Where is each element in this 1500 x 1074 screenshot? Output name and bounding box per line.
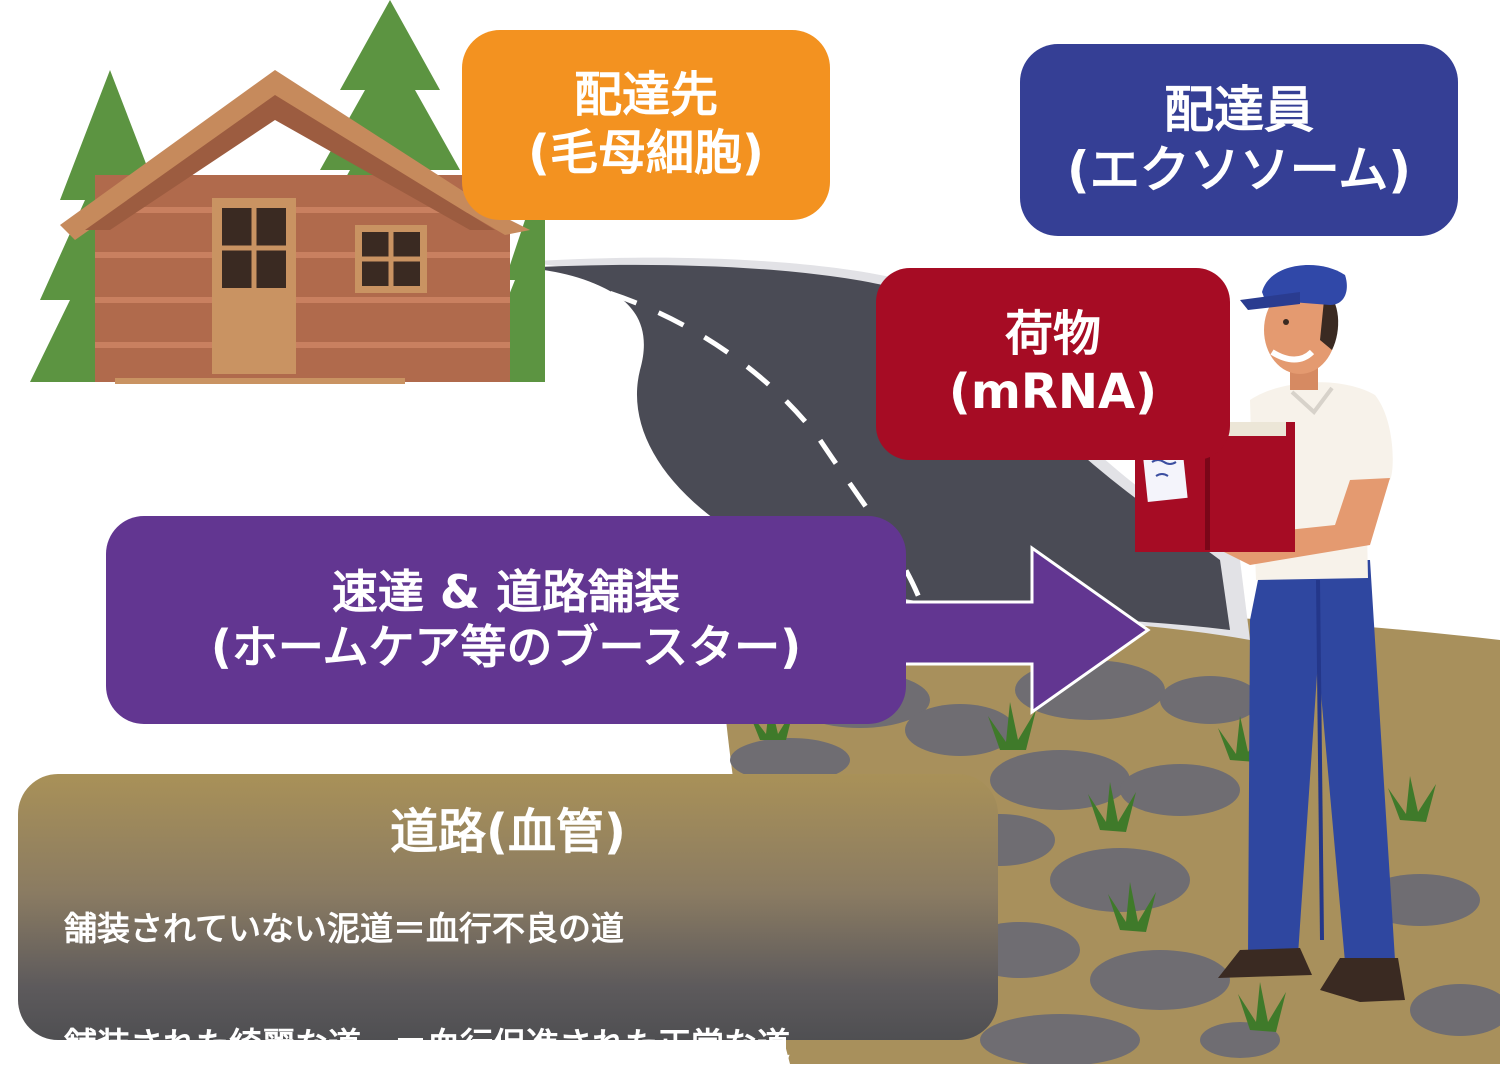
destination-label: 配達先 (毛母細胞) — [462, 30, 830, 220]
destination-subtitle: (毛母細胞) — [528, 125, 764, 181]
road-label: 道路(血管) 舗装されていない泥道＝血行不良の道 舗装された綺麗な道 ＝血行促進… — [18, 774, 998, 1064]
booster-label: 速達 & 道路舗装 (ホームケア等のブースター) — [106, 516, 906, 724]
cargo-title: 荷物 — [1004, 306, 1101, 363]
cargo-subtitle: (mRNA) — [948, 364, 1158, 420]
destination-title: 配達先 — [573, 67, 718, 124]
booster-subtitle: (ホームケア等のブースター) — [210, 620, 802, 674]
courier-label: 配達員 (エクソソーム) — [1020, 44, 1458, 236]
booster-title: 速達 & 道路舗装 — [331, 564, 681, 619]
cargo-label: 荷物 (mRNA) — [876, 268, 1230, 460]
road-description-line-2: 舗装された綺麗な道 ＝血行促進された正常な道 — [64, 1025, 790, 1064]
courier-title: 配達員 — [1164, 81, 1314, 139]
courier-subtitle: (エクソソーム) — [1066, 141, 1412, 199]
road-description-line-1: 舗装されていない泥道＝血行不良の道 — [64, 909, 625, 948]
road-title: 道路(血管) — [390, 804, 626, 860]
cabin — [60, 70, 530, 384]
road-description: 舗装されていない泥道＝血行不良の道 舗装された綺麗な道 ＝血行促進された正常な道 — [64, 900, 790, 1074]
